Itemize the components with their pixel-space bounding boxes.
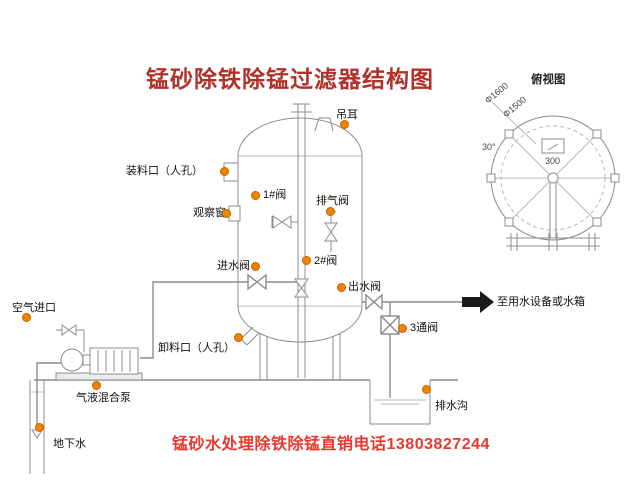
label-discharge-port: 卸料口（人孔） [158,342,235,354]
marker-air-inlet-dot [22,313,31,322]
label-valve-1: 1#阀 [263,189,287,201]
valve-1-shape [271,215,298,229]
topview-dim-width: 300 [545,156,560,166]
lifting-lug-shape [314,117,334,132]
inlet-pipe [140,273,298,359]
marker-exhaust-valve-dot [326,207,335,216]
arrow-right-icon [462,291,494,313]
marker-drain-ditch-dot [422,385,431,394]
label-inlet-valve: 进水阀 [217,260,250,272]
label-exhaust-valve: 排气阀 [316,195,349,207]
topview-dim-angle: 30° [482,142,496,152]
label-lifting-lug: 吊耳 [336,109,358,121]
marker-groundwater-dot [35,423,44,432]
contact-phone-text: 锰砂水处理除铁除锰直销电话13803827244 [172,436,490,453]
air-inlet-pipe [56,324,85,352]
tank-vessel [237,117,363,380]
marker-valve-1-dot [251,191,260,200]
topview-dim-outer: Φ1600 [483,80,510,105]
top-view-label: 俯视图 [531,74,566,86]
marker-gas-liquid-pump-dot [92,381,101,390]
page-title: 锰砂除铁除锰过滤器结构图 [146,66,434,92]
label-to-water-equipment: 至用水设备或水箱 [497,296,585,308]
label-drain-ditch: 排水沟 [435,400,468,412]
center-pipe [291,103,312,378]
well-shape [29,362,62,474]
marker-inlet-valve-dot [251,262,260,271]
top-view-drawing: Φ1600 Φ1500 300 30° [482,80,620,251]
marker-observation-window-dot [222,209,231,218]
marker-discharge-port-dot [234,333,243,342]
label-valve-2: 2#阀 [314,255,338,267]
marker-lifting-lug-dot [340,120,349,129]
label-outlet-valve: 出水阀 [348,281,381,293]
marker-three-way-valve-dot [398,324,407,333]
outlet-pipe [362,293,462,398]
pump-shape [55,347,143,381]
marker-loading-port-dot [220,167,229,176]
valve-2-shape [294,278,309,298]
label-loading-port: 装料口（人孔） [126,165,203,177]
drain-ditch-shape [369,380,431,425]
label-gas-liquid-pump: 气液混合泵 [76,392,131,404]
marker-valve-2-dot [302,256,311,265]
label-observation-window: 观察窗 [193,207,226,219]
marker-outlet-valve-dot [337,283,346,292]
label-air-inlet: 空气进口 [12,302,56,314]
label-groundwater: 地下水 [53,438,86,450]
topview-dim-inner: Φ1500 [501,94,528,119]
label-three-way-valve: 3通阀 [410,322,439,334]
